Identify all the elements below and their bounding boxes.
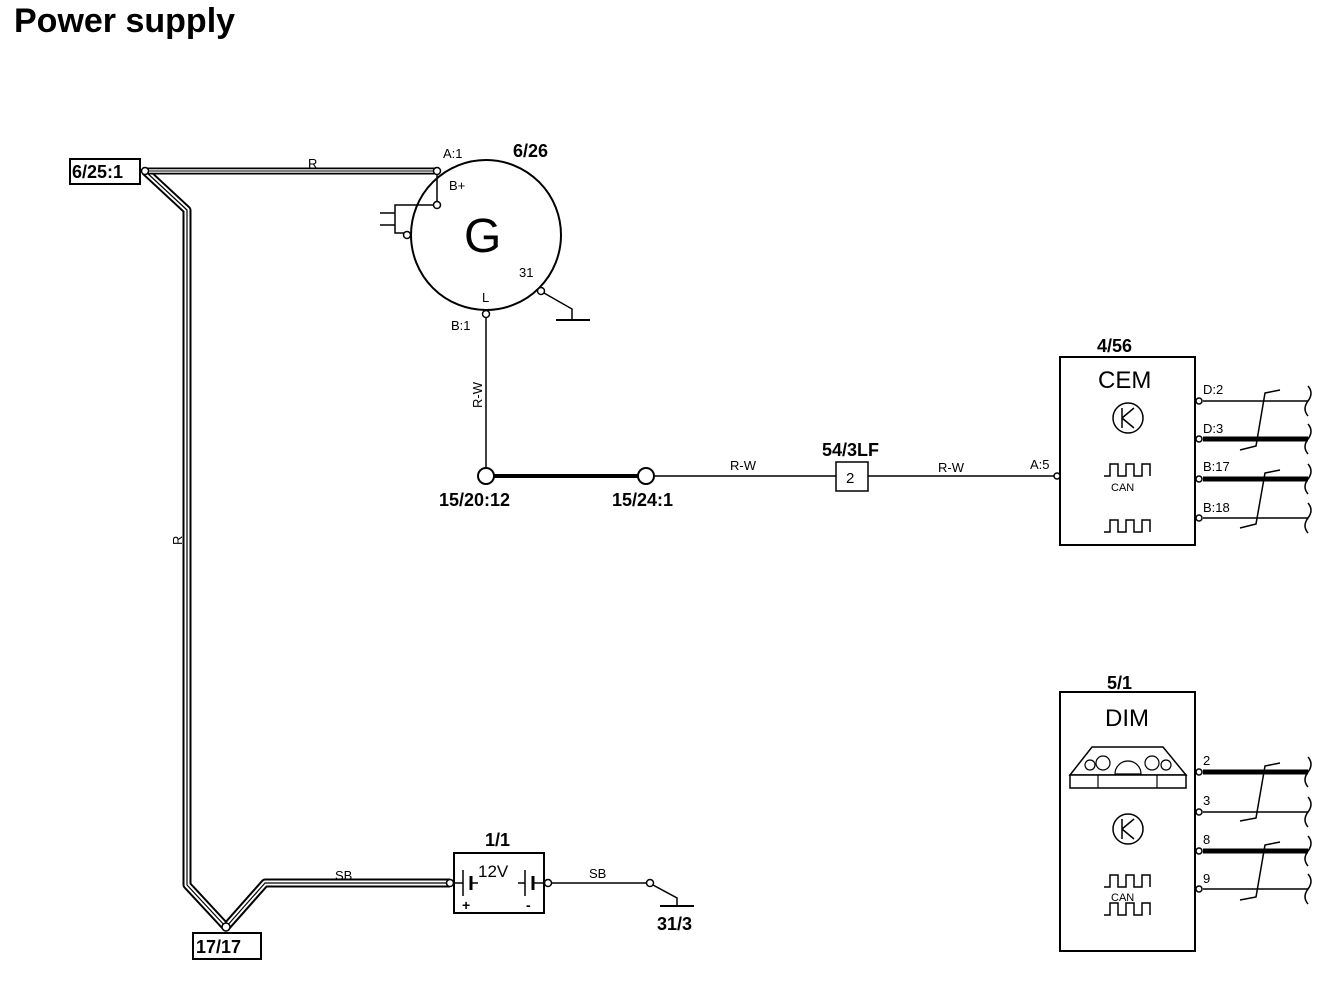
connector-17-17-label: 17/17: [196, 937, 241, 957]
twisted-pair-mark: [1239, 762, 1281, 822]
generator-pin-bplus: [432, 200, 442, 210]
connector-54-3lf-pin: 2: [846, 470, 854, 487]
cem-pin-d3: D:3: [1195, 421, 1308, 443]
transistor-icon: [1112, 402, 1144, 434]
generator-pin-a1-label: A:1: [443, 146, 463, 161]
generator-pin-31-label: 31: [519, 265, 533, 280]
connector-17-17-box: [192, 932, 262, 960]
cem-can-label: CAN: [1111, 482, 1134, 494]
battery-id: 1/1: [485, 830, 510, 850]
wire-label-r-top: R: [308, 156, 317, 171]
ground-31-3-wire: [652, 884, 678, 906]
battery-box: [453, 852, 545, 914]
cem-name: CEM: [1098, 367, 1151, 394]
can-wave-top-icon: [1104, 874, 1151, 888]
dim-name: DIM: [1105, 705, 1149, 732]
battery-pin-plus: [445, 878, 455, 888]
dim-pin-3: 3: [1195, 793, 1308, 816]
dim-can-label: CAN: [1111, 892, 1134, 904]
cem-box: [1059, 356, 1196, 546]
cem-id: 4/56: [1097, 336, 1132, 356]
battery-cell-icon: [454, 870, 544, 896]
battery-pin-minus: [543, 878, 553, 888]
connector-6-25-1-label: 6/25:1: [72, 162, 123, 182]
transistor-icon: [1112, 813, 1144, 845]
twisted-pair-mark: [1239, 841, 1281, 901]
can-wave-bottom-icon: [1104, 519, 1151, 533]
generator-pin-b1: [481, 309, 491, 319]
wire-label-rw-right: R-W: [938, 460, 965, 475]
dim-box: [1059, 691, 1196, 952]
twisted-pair-mark: [1239, 469, 1281, 529]
connector-15-24-1: [637, 467, 655, 485]
generator-side-plug: [380, 204, 434, 240]
instrument-cluster-icon: [1068, 746, 1188, 789]
battery-plus-label: +: [462, 897, 470, 913]
wire-label-sb-left: SB: [335, 868, 352, 883]
dim-module: 5/1 DIM CAN 2 3: [1059, 673, 1312, 952]
svg-text:3: 3: [1203, 793, 1210, 808]
battery-voltage: 12V: [478, 862, 509, 881]
generator-pin-a1: [432, 166, 442, 176]
connector-15-20-12-label: 15/20:12: [439, 490, 510, 510]
wire-break-icon: [1304, 756, 1312, 905]
connector-6-25-1-box: [69, 158, 141, 185]
svg-text:8: 8: [1203, 832, 1210, 847]
ground-31-3-label: 31/3: [657, 914, 692, 934]
generator-symbol: G: [464, 210, 501, 263]
connector-54-3lf-box: [835, 461, 869, 492]
wire-label-rw-mid: R-W: [730, 458, 757, 473]
dim-pin-8: 8: [1195, 832, 1308, 855]
battery: 1/1 12V + -: [445, 830, 553, 914]
cem-pin-b17: B:17: [1195, 459, 1308, 483]
ground-31-3-pin: [645, 878, 655, 888]
svg-text:2: 2: [1203, 753, 1210, 768]
generator-pin-b1-label: B:1: [451, 318, 471, 333]
battery-minus-label: -: [526, 897, 531, 913]
generator-pin-l-label: L: [482, 290, 489, 305]
can-wave-top-icon: [1104, 463, 1151, 477]
connector-54-3lf-label: 54/3LF: [822, 440, 879, 460]
svg-text:B:17: B:17: [1203, 459, 1230, 474]
wire-label-r-left: R: [170, 536, 185, 545]
generator: G 6/26 A:1 B+ 31 L B:1: [380, 141, 590, 333]
connector-15-20-12: [477, 467, 495, 485]
svg-text:D:2: D:2: [1203, 382, 1223, 397]
dim-pin-2: 2: [1195, 753, 1308, 776]
connector-6-25-1-pin: [140, 166, 150, 176]
cem-pin-b18: B:18: [1195, 500, 1308, 522]
generator-id: 6/26: [513, 141, 548, 161]
dim-pin-9: 9: [1195, 871, 1308, 893]
generator-pin-31: [536, 286, 546, 296]
connector-17-17-pin: [221, 922, 231, 932]
svg-text:D:3: D:3: [1203, 421, 1223, 436]
cem-pin-a5-label: A:5: [1030, 457, 1050, 472]
cem-pin-d2: D:2: [1195, 382, 1308, 405]
twisted-pair-mark: [1239, 389, 1281, 451]
cem-module: 4/56 CEM CAN A:5 D:2 D:3 B:17: [1030, 336, 1312, 546]
page-title: Power supply: [14, 2, 235, 40]
wire-label-sb-right: SB: [589, 866, 606, 881]
generator-pin-bplus-label: B+: [449, 178, 465, 193]
connector-15-24-1-label: 15/24:1: [612, 490, 673, 510]
wire-break-icon: [1304, 385, 1312, 534]
harness-r-left: [141, 167, 450, 932]
can-wave-bottom-icon: [1104, 902, 1151, 916]
cem-pin-a5: [1053, 472, 1061, 480]
svg-text:B:18: B:18: [1203, 500, 1230, 515]
dim-id: 5/1: [1107, 673, 1132, 693]
svg-text:9: 9: [1203, 871, 1210, 886]
wire-label-rw-vertical: R-W: [470, 381, 485, 408]
